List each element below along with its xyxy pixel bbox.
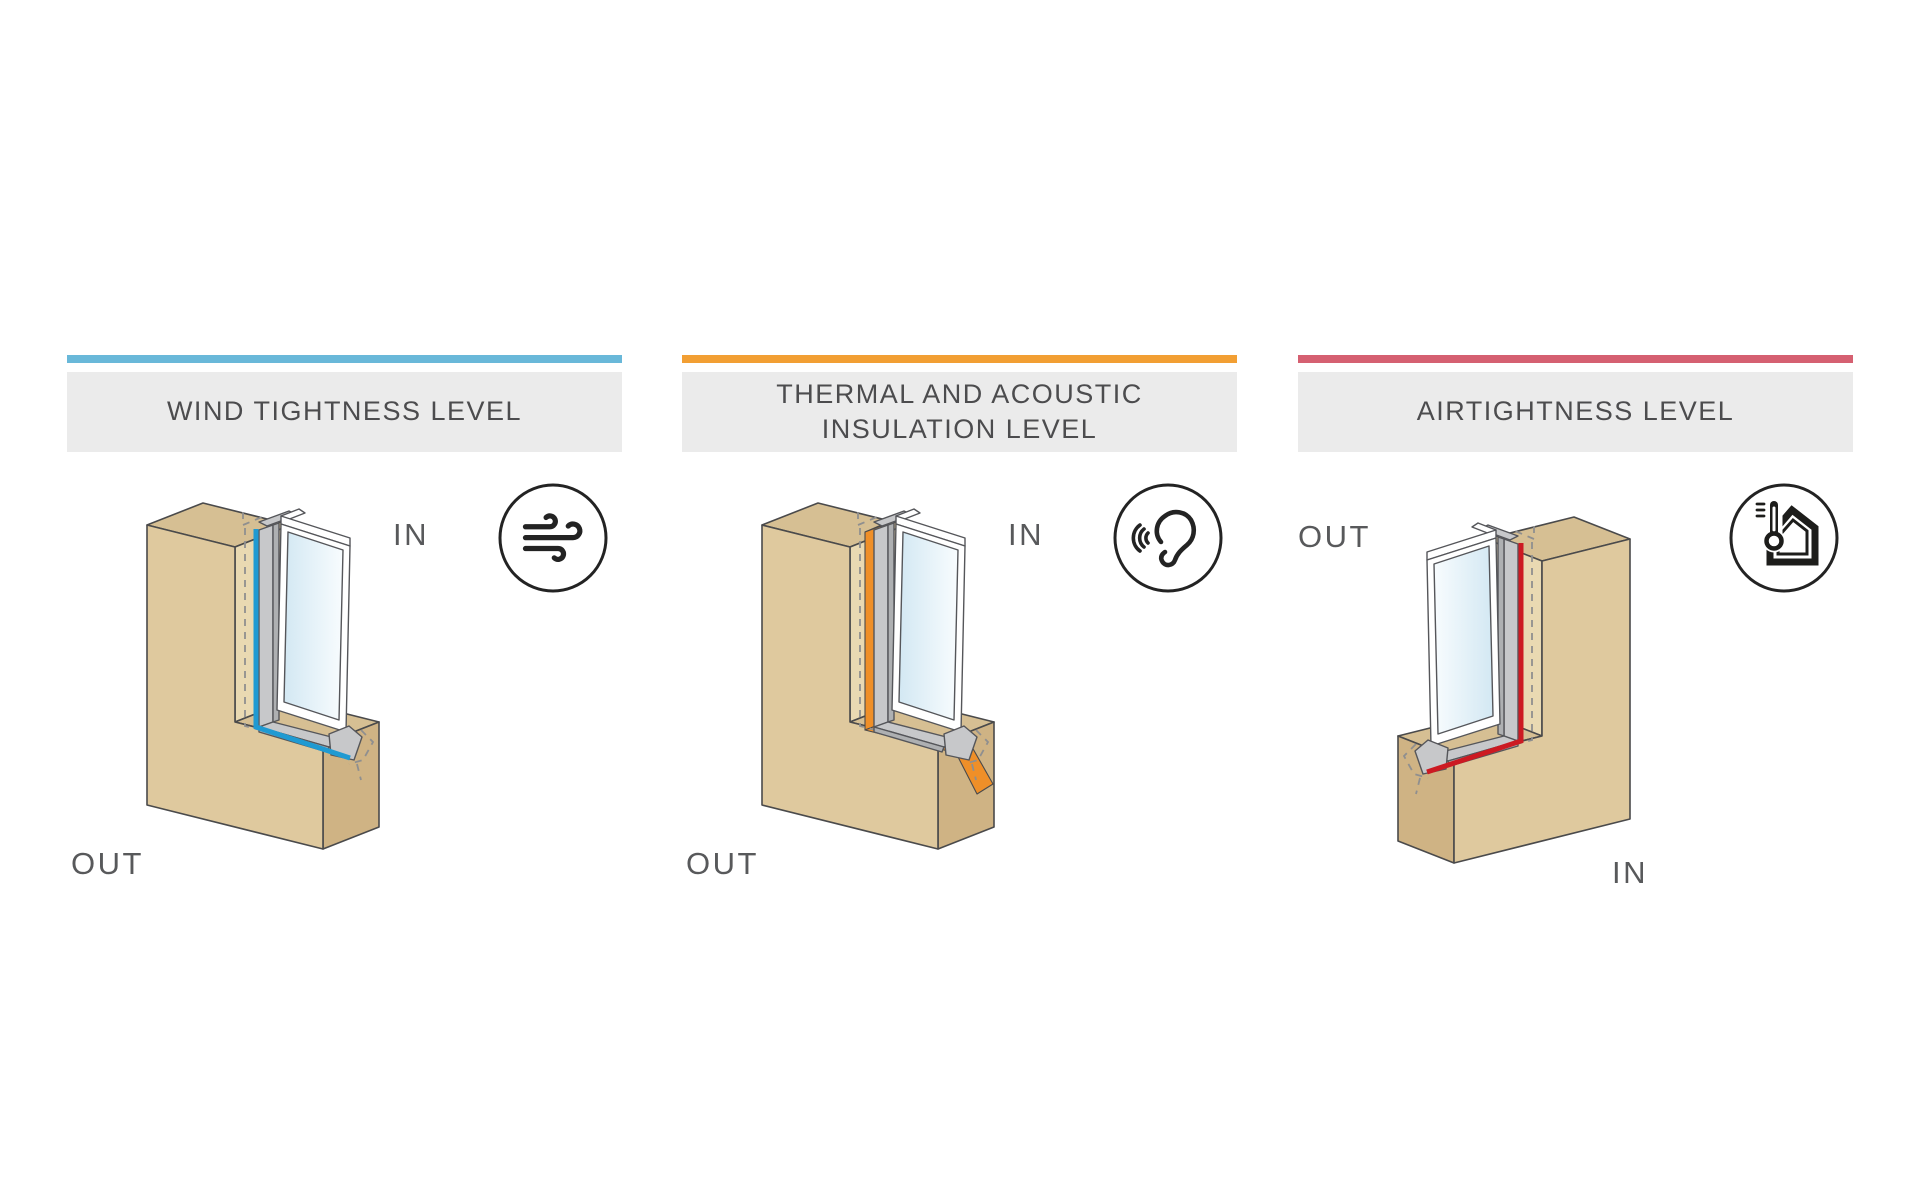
panel-title: THERMAL AND ACOUSTIC INSULATION LEVEL xyxy=(776,378,1143,444)
panel-thermal-acoustic: THERMAL AND ACOUSTIC INSULATION LEVEL IN… xyxy=(682,355,1237,881)
accent-bar xyxy=(1298,355,1853,363)
label-out: OUT xyxy=(686,846,759,881)
ear-sound-icon xyxy=(1113,483,1223,593)
label-out: OUT xyxy=(71,846,144,881)
label-in: IN xyxy=(393,517,429,552)
label-in: IN xyxy=(1612,855,1648,890)
panel-header: WIND TIGHTNESS LEVEL xyxy=(67,372,622,452)
window-cross-section-diagram: IN OUT xyxy=(686,502,1044,881)
accent-bar xyxy=(682,355,1237,363)
panel-header: AIRTIGHTNESS LEVEL xyxy=(1298,372,1853,452)
panel-title: WIND TIGHTNESS LEVEL xyxy=(166,396,523,427)
house-outline xyxy=(1766,505,1819,566)
window-cross-section-diagram-mirrored: OUT IN xyxy=(1298,516,1648,890)
panel-wind-tightness: WIND TIGHTNESS LEVEL IN OUT xyxy=(67,355,622,881)
label-out: OUT xyxy=(1298,519,1371,554)
accent-bar xyxy=(67,355,622,363)
thermometer xyxy=(1755,497,1786,553)
diagram-area: OUT IN xyxy=(1298,470,1853,1030)
panel-airtightness: AIRTIGHTNESS LEVEL OUT IN xyxy=(1298,355,1853,890)
panel-title: AIRTIGHTNESS LEVEL xyxy=(1416,396,1735,427)
diagram-area: IN OUT xyxy=(67,470,622,1030)
thermal-house-icon xyxy=(1729,483,1839,593)
window-cross-section-diagram: IN OUT xyxy=(71,502,429,881)
wind-icon xyxy=(498,483,608,593)
panel-header: THERMAL AND ACOUSTIC INSULATION LEVEL xyxy=(682,372,1237,452)
label-in: IN xyxy=(1008,517,1044,552)
diagram-area: IN OUT xyxy=(682,470,1237,1030)
